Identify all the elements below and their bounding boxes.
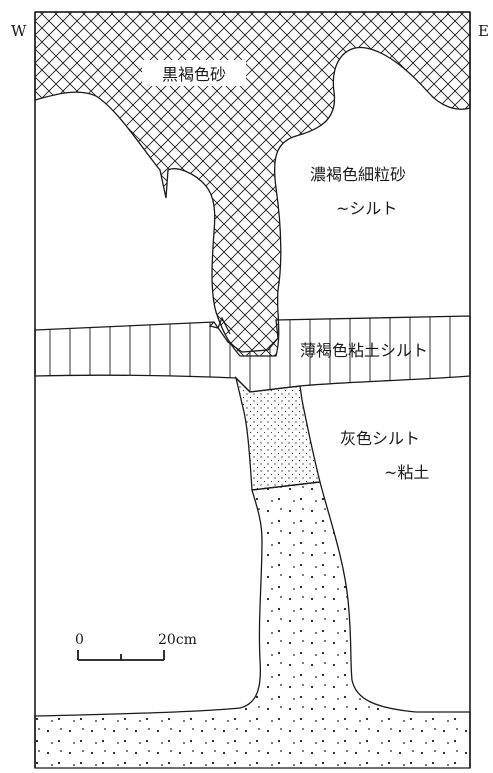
east-label: E	[478, 22, 489, 40]
west-label: W	[11, 22, 27, 40]
intrusion-notch	[208, 316, 231, 335]
label-gray-silt-clay-line1: 灰色シルト	[340, 429, 420, 448]
label-dark-brown-fine-sand-line1: 濃褐色細粒砂	[310, 165, 406, 184]
label-backing	[142, 60, 246, 86]
layer-dark-brown-sand	[34, 11, 471, 357]
label-light-brown-clay-silt: 薄褐色粘土シルト	[300, 341, 428, 360]
intrusion-coarse-dots	[34, 481, 471, 769]
scale-start-label: 0	[75, 632, 84, 648]
intrusion-fine-dots	[234, 375, 321, 491]
layer-light-brown-clay-silt	[34, 315, 471, 393]
label-dark-brown-sand: 黒褐色砂	[162, 65, 226, 84]
intrusion-dashed-boundary	[251, 481, 321, 491]
scale-end-label: 20cm	[158, 632, 197, 648]
scale-bar	[77, 650, 165, 661]
label-gray-silt-clay-line2: ~粘土	[384, 463, 429, 482]
label-dark-brown-fine-sand-line2: ~シルト	[336, 199, 397, 218]
